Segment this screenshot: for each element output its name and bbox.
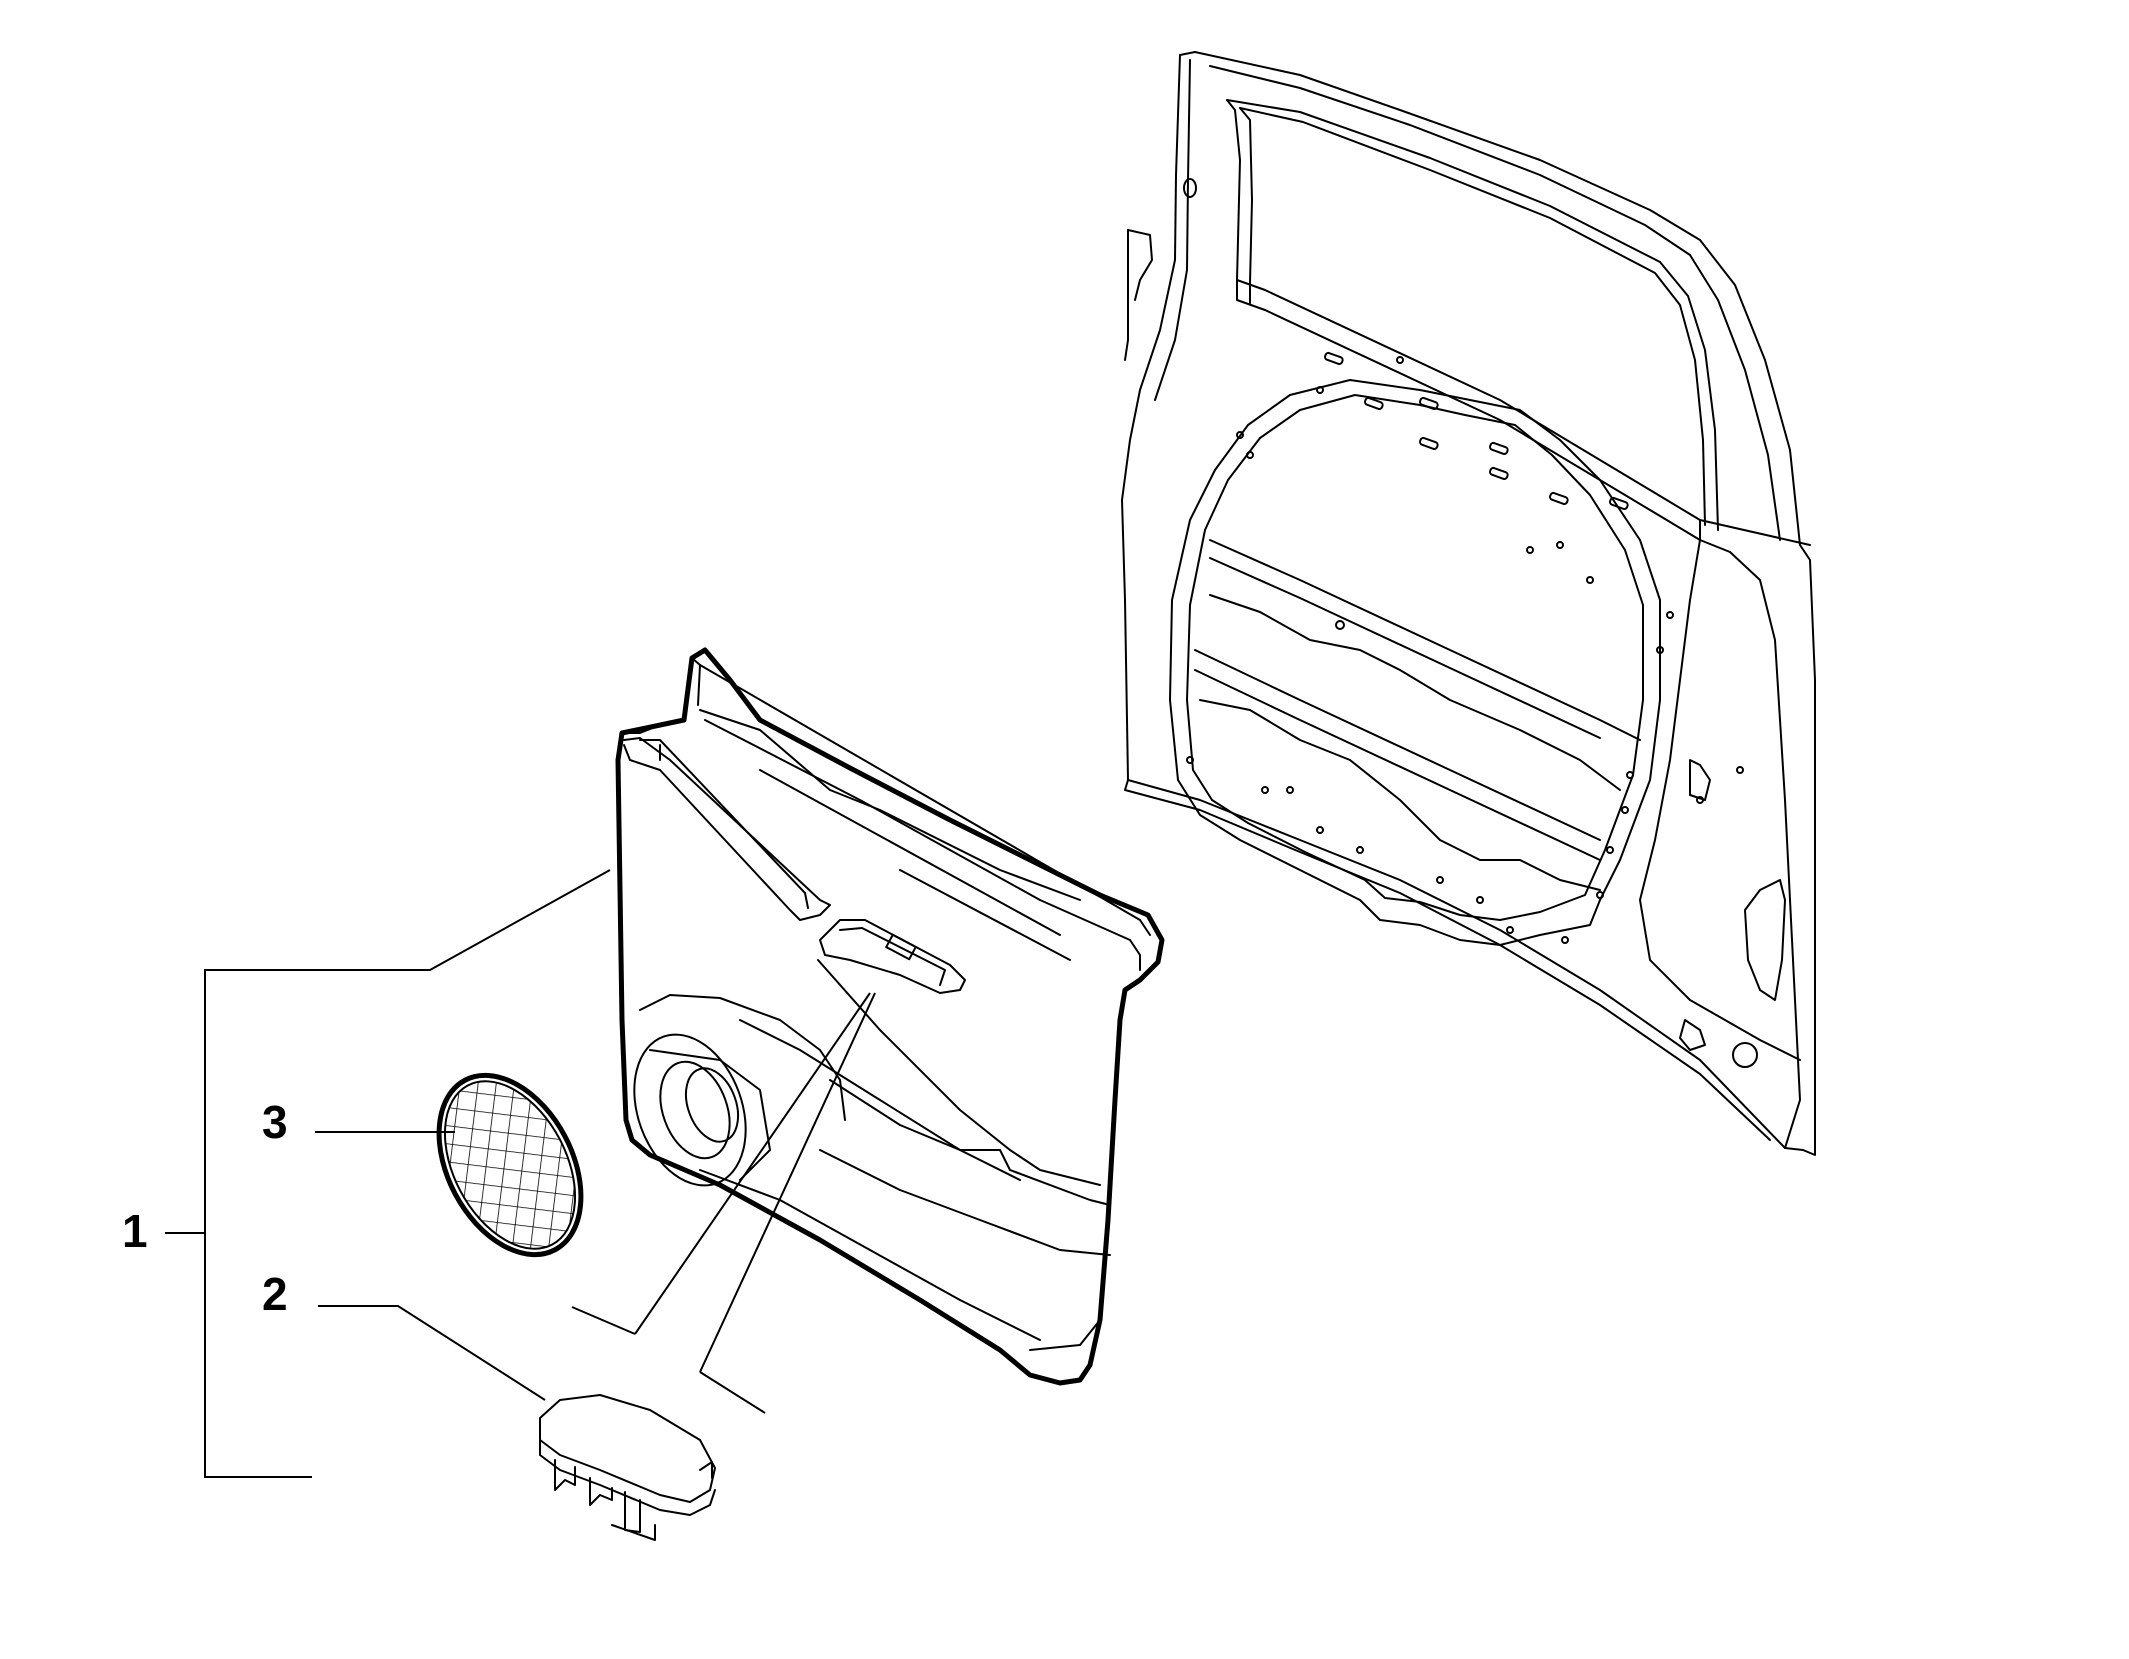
speaker-grille — [436, 1072, 584, 1258]
callout-3-label: 3 — [262, 1096, 288, 1148]
door-frame — [1121, 51, 1816, 1156]
door-trim-panel — [615, 647, 1165, 1386]
callout-2-label: 2 — [262, 1268, 288, 1320]
callout-1-label: 1 — [122, 1205, 148, 1257]
door-frame-holes — [1183, 178, 1744, 944]
leader-lines — [165, 869, 876, 1478]
door-frame-slots — [1324, 351, 1629, 510]
cover-cap — [539, 1394, 716, 1541]
